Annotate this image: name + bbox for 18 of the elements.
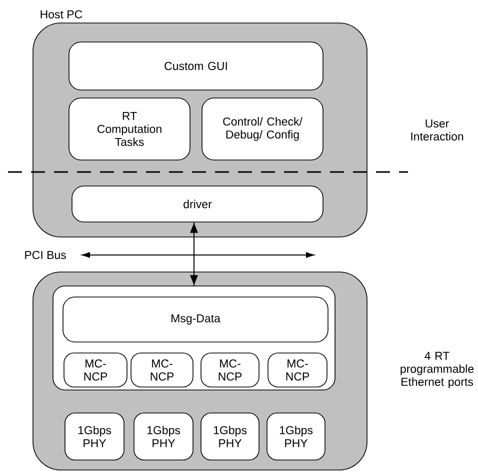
msg-data-box: Msg-Data xyxy=(62,296,328,342)
ncp-box: MC-NCP xyxy=(130,352,194,388)
phy-box: 1Gbps PHY xyxy=(200,412,260,460)
phy-box: 1Gbps PHY xyxy=(266,412,326,460)
phy-box: 1Gbps PHY xyxy=(134,412,194,460)
ncp-box: MC-NCP xyxy=(200,352,260,388)
label-text: User Interaction xyxy=(411,120,464,140)
node-label: Host PC xyxy=(40,10,82,18)
label-text: 4 RT programmable Ethernet ports xyxy=(400,352,474,388)
arrow xyxy=(190,222,198,286)
driver-box: driver xyxy=(72,186,324,222)
ncp-box: MC-NCP xyxy=(268,352,328,388)
software-box: RT Computation Tasks xyxy=(68,98,190,160)
ncp-box: MC-NCP xyxy=(64,352,128,388)
software-box: Custom GUI xyxy=(68,42,324,90)
phy-box: 1Gbps PHY xyxy=(64,412,124,460)
software-box: Control/ Check/ Debug/ Config xyxy=(202,98,324,160)
bus-label: PCI Bus xyxy=(25,250,66,260)
